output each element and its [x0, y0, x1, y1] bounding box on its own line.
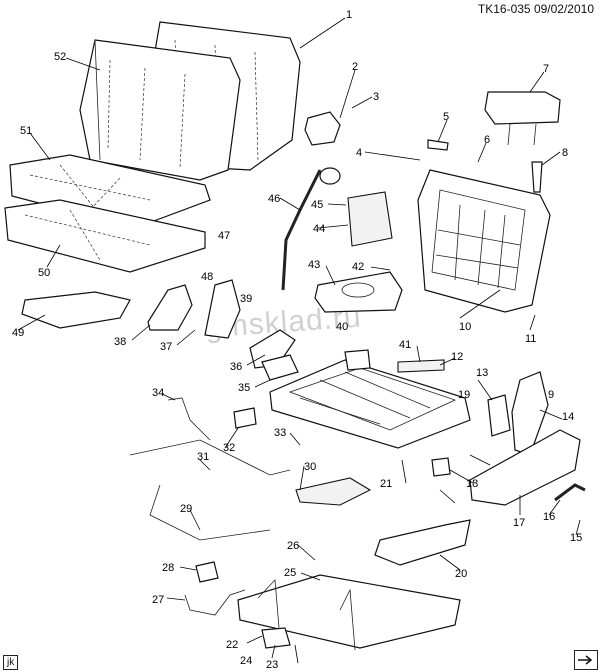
next-page-arrow-icon[interactable]	[574, 650, 598, 670]
callout-32: 32	[223, 442, 235, 454]
callout-30: 30	[304, 461, 316, 473]
callout-7: 7	[543, 63, 549, 75]
part-wire-harness	[184, 589, 246, 616]
part-bracket	[427, 139, 449, 151]
part-seat-cushion-top	[9, 154, 211, 229]
part-trim-panel	[347, 191, 393, 247]
leader-lines	[17, 17, 581, 664]
callout-38: 38	[114, 336, 126, 348]
callout-1: 1	[346, 9, 352, 21]
callout-9: 9	[548, 389, 554, 401]
callout-49: 49	[12, 327, 24, 339]
part-seat-belt	[281, 169, 322, 291]
callout-24: 24	[240, 655, 252, 667]
callout-12: 12	[451, 351, 463, 363]
part-motor	[261, 354, 299, 381]
part-bin-cupholder	[341, 282, 375, 298]
part-seat-riser	[237, 574, 461, 651]
callout-52: 52	[54, 51, 66, 63]
callout-2: 2	[352, 61, 358, 73]
callout-14: 14	[562, 411, 574, 423]
part-belt-retractor	[319, 167, 341, 185]
callout-37: 37	[160, 341, 172, 353]
part-latch	[431, 457, 451, 477]
part-latch-cover	[304, 111, 341, 146]
document-code: TK16-035 09/02/2010	[477, 2, 594, 16]
callout-35: 35	[238, 382, 250, 394]
part-cushion-panel	[21, 291, 131, 329]
corner-tag: jk	[3, 655, 19, 670]
callout-18: 18	[466, 478, 478, 490]
callout-27: 27	[152, 594, 164, 606]
callout-10: 10	[459, 321, 471, 333]
callout-6: 6	[484, 134, 490, 146]
part-base-panel	[374, 519, 471, 566]
callout-13: 13	[476, 367, 488, 379]
callout-36: 36	[230, 361, 242, 373]
callout-26: 26	[287, 540, 299, 552]
callout-28: 28	[162, 562, 174, 574]
part-switch	[195, 561, 219, 583]
part-actuator	[344, 349, 371, 371]
callout-3: 3	[373, 91, 379, 103]
callout-44: 44	[313, 223, 325, 235]
callout-8: 8	[562, 147, 568, 159]
part-cable-short	[167, 397, 211, 441]
callout-19: 19	[458, 389, 470, 401]
callout-5: 5	[443, 111, 449, 123]
part-headrest	[484, 91, 561, 146]
part-cable-long	[129, 439, 291, 476]
part-bracket-right	[487, 394, 511, 437]
callout-39: 39	[240, 293, 252, 305]
callout-46: 46	[268, 193, 280, 205]
callout-31: 31	[197, 451, 209, 463]
callout-17: 17	[513, 517, 525, 529]
callout-48: 48	[201, 271, 213, 283]
callout-11: 11	[525, 333, 536, 345]
callout-25: 25	[284, 567, 296, 579]
part-seat-motor	[261, 627, 291, 649]
callout-42: 42	[352, 261, 364, 273]
callout-29: 29	[180, 503, 192, 515]
callout-40: 40	[336, 321, 348, 333]
part-hinge-left	[204, 279, 241, 339]
part-side-trim	[147, 284, 193, 331]
callout-51: 51	[20, 125, 32, 137]
part-seat-frame	[269, 359, 471, 449]
callout-50: 50	[38, 267, 50, 279]
callout-4: 4	[356, 147, 362, 159]
callout-20: 20	[455, 568, 467, 580]
part-side-shield	[469, 429, 581, 506]
part-seat-back-frame	[417, 169, 551, 313]
part-connector	[233, 407, 257, 429]
callout-41: 41	[399, 339, 411, 351]
callout-21: 21	[380, 478, 392, 490]
part-trim-strip	[397, 359, 445, 373]
callout-34: 34	[152, 387, 164, 399]
callout-45: 45	[311, 199, 323, 211]
part-release-handle	[554, 483, 586, 502]
callout-labels: 1 2 3 4 5 6 7 8 9 10 11 12 13 14 15 16 1…	[12, 9, 582, 671]
callout-23: 23	[266, 659, 278, 671]
callout-33: 33	[274, 427, 286, 439]
part-cable-lower	[149, 484, 271, 541]
part-lower-tray	[295, 477, 372, 506]
part-seat-back-cover	[79, 39, 241, 181]
callout-43: 43	[308, 259, 320, 271]
callout-22: 22	[226, 639, 238, 651]
callout-16: 16	[543, 511, 555, 523]
part-storage-bin	[314, 271, 403, 313]
callout-47: 47	[218, 230, 230, 242]
part-headrest-guide	[531, 161, 543, 193]
callout-15: 15	[570, 532, 582, 544]
part-seat-cushion-bottom	[4, 199, 206, 273]
part-recliner	[249, 329, 296, 369]
